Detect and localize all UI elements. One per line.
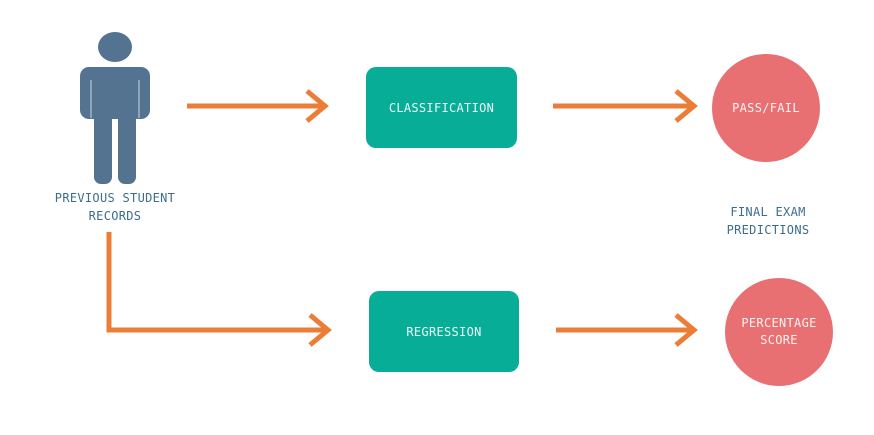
percentage-score-circle: PERCENTAGE SCORE bbox=[725, 278, 833, 386]
arrow-regression-to-percentage-score bbox=[556, 313, 698, 347]
pass-fail-label: PASS/FAIL bbox=[732, 100, 800, 115]
previous-student-records-label: PREVIOUS STUDENT RECORDS bbox=[54, 191, 176, 223]
pass-fail-circle: PASS/FAIL bbox=[712, 54, 820, 162]
arrow-records-to-classification bbox=[187, 89, 329, 123]
arrow-classification-to-pass-fail bbox=[553, 89, 698, 123]
arrow-records-to-regression bbox=[106, 232, 332, 347]
regression-box: REGRESSION bbox=[369, 291, 519, 372]
percentage-score-label: PERCENTAGE SCORE bbox=[741, 316, 817, 347]
regression-label: REGRESSION bbox=[406, 324, 482, 339]
classification-label: CLASSIFICATION bbox=[388, 100, 495, 115]
classification-box: CLASSIFICATION bbox=[366, 67, 517, 148]
person-icon bbox=[80, 32, 150, 184]
final-exam-predictions-label: FINAL EXAM PREDICTIONS bbox=[726, 205, 810, 237]
